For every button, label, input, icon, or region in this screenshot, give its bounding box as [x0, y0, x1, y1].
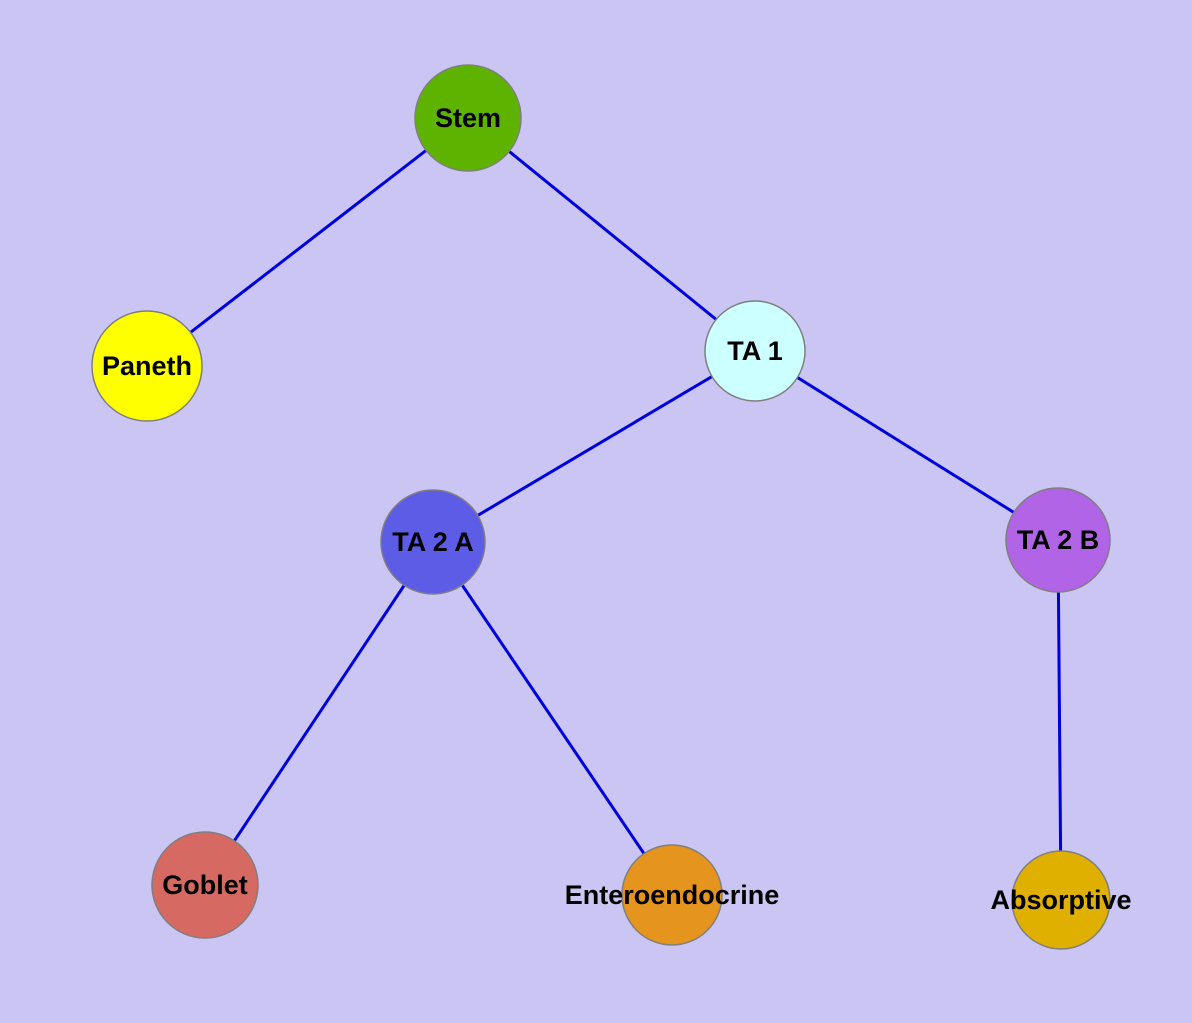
goblet-label: Goblet	[162, 870, 248, 900]
node-ta2a[interactable]: TA 2 A	[380, 489, 486, 595]
node-enteroendocrine[interactable]: Enteroendocrine	[565, 844, 780, 946]
edge-ta1-to-ta2b	[754, 349, 1059, 542]
node-ta2b[interactable]: TA 2 B	[1005, 487, 1111, 593]
node-goblet[interactable]: Goblet	[151, 831, 259, 939]
edge-ta2a-to-goblet	[203, 541, 435, 886]
stem-label: Stem	[435, 103, 501, 133]
stem-circle[interactable]	[414, 64, 522, 172]
node-stem[interactable]: Stem	[414, 64, 522, 172]
paneth-circle[interactable]	[91, 310, 203, 422]
ta1-label: TA 1	[727, 336, 783, 366]
ta2a-circle[interactable]	[380, 489, 486, 595]
node-absorptive[interactable]: Absorptive	[990, 850, 1132, 950]
edge-ta2a-to-enteroendocrine	[431, 541, 674, 896]
edge-ta2b-to-absorptive	[1056, 539, 1063, 901]
enteroendocrine-label: Enteroendocrine	[565, 880, 780, 910]
absorptive-label: Absorptive	[990, 885, 1131, 915]
node-ta1[interactable]: TA 1	[704, 300, 806, 402]
node-paneth[interactable]: Paneth	[91, 310, 203, 422]
absorptive-circle[interactable]	[1011, 850, 1111, 950]
paneth-label: Paneth	[102, 351, 192, 381]
edge-stem-to-ta1	[467, 116, 756, 353]
ta2b-circle[interactable]	[1005, 487, 1111, 593]
enteroendocrine-circle[interactable]	[621, 844, 723, 946]
edge-ta1-to-ta2a	[432, 349, 756, 544]
ta2b-label: TA 2 B	[1017, 525, 1100, 555]
ta1-circle[interactable]	[704, 300, 806, 402]
ta2a-label: TA 2 A	[392, 527, 474, 557]
edge-stem-to-paneth	[146, 116, 469, 368]
goblet-circle[interactable]	[151, 831, 259, 939]
edge-layer	[146, 116, 1063, 901]
